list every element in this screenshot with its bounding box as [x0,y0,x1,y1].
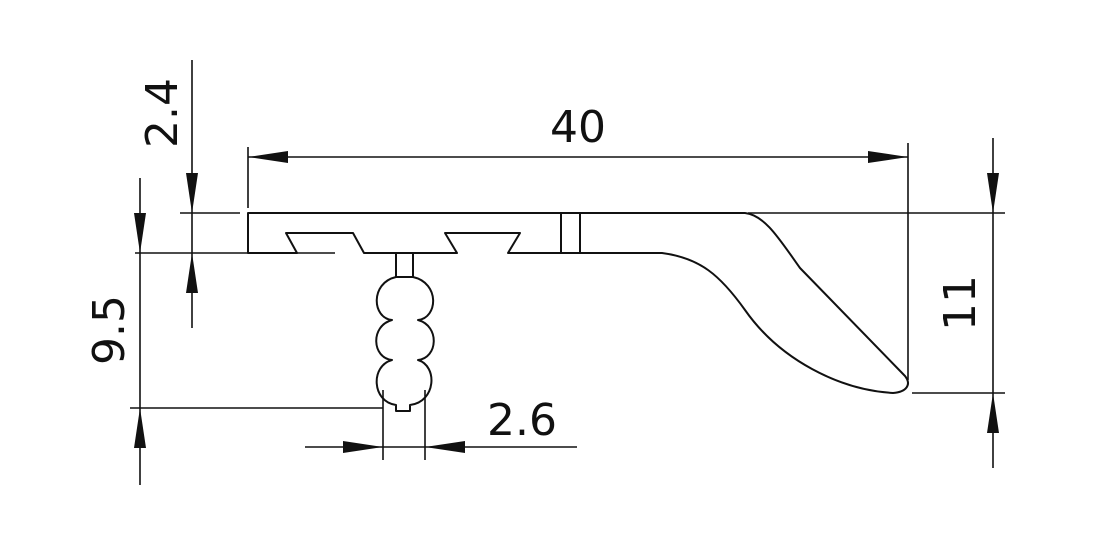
arrow-head [186,173,198,213]
profile-body [247,212,909,394]
dimension-total-height: 11 [748,138,1005,468]
dimension-label-total-height: 11 [935,275,986,331]
arrow-head [343,441,383,453]
dimension-label-flange-thickness: 2.4 [137,78,188,148]
arrow-head [987,393,999,433]
beaded-stem [375,276,435,412]
dimension-stem-height: 9.5 [84,178,383,485]
arrow-head [186,253,198,293]
dimension-length: 40 [247,102,909,380]
arrow-head [868,151,908,163]
dimension-flange-thickness: 2.4 [135,60,335,328]
arrow-head [248,151,288,163]
dimension-stem-width: 2.6 [305,390,577,460]
arrow-head [425,441,465,453]
dimension-label-length: 40 [550,102,606,153]
profile-outline [247,212,909,412]
arrow-head [134,408,146,448]
arrow-head [987,173,999,213]
arrow-head [134,213,146,253]
dimension-label-stem-height: 9.5 [84,295,135,365]
dimension-label-stem-width: 2.6 [487,395,557,446]
